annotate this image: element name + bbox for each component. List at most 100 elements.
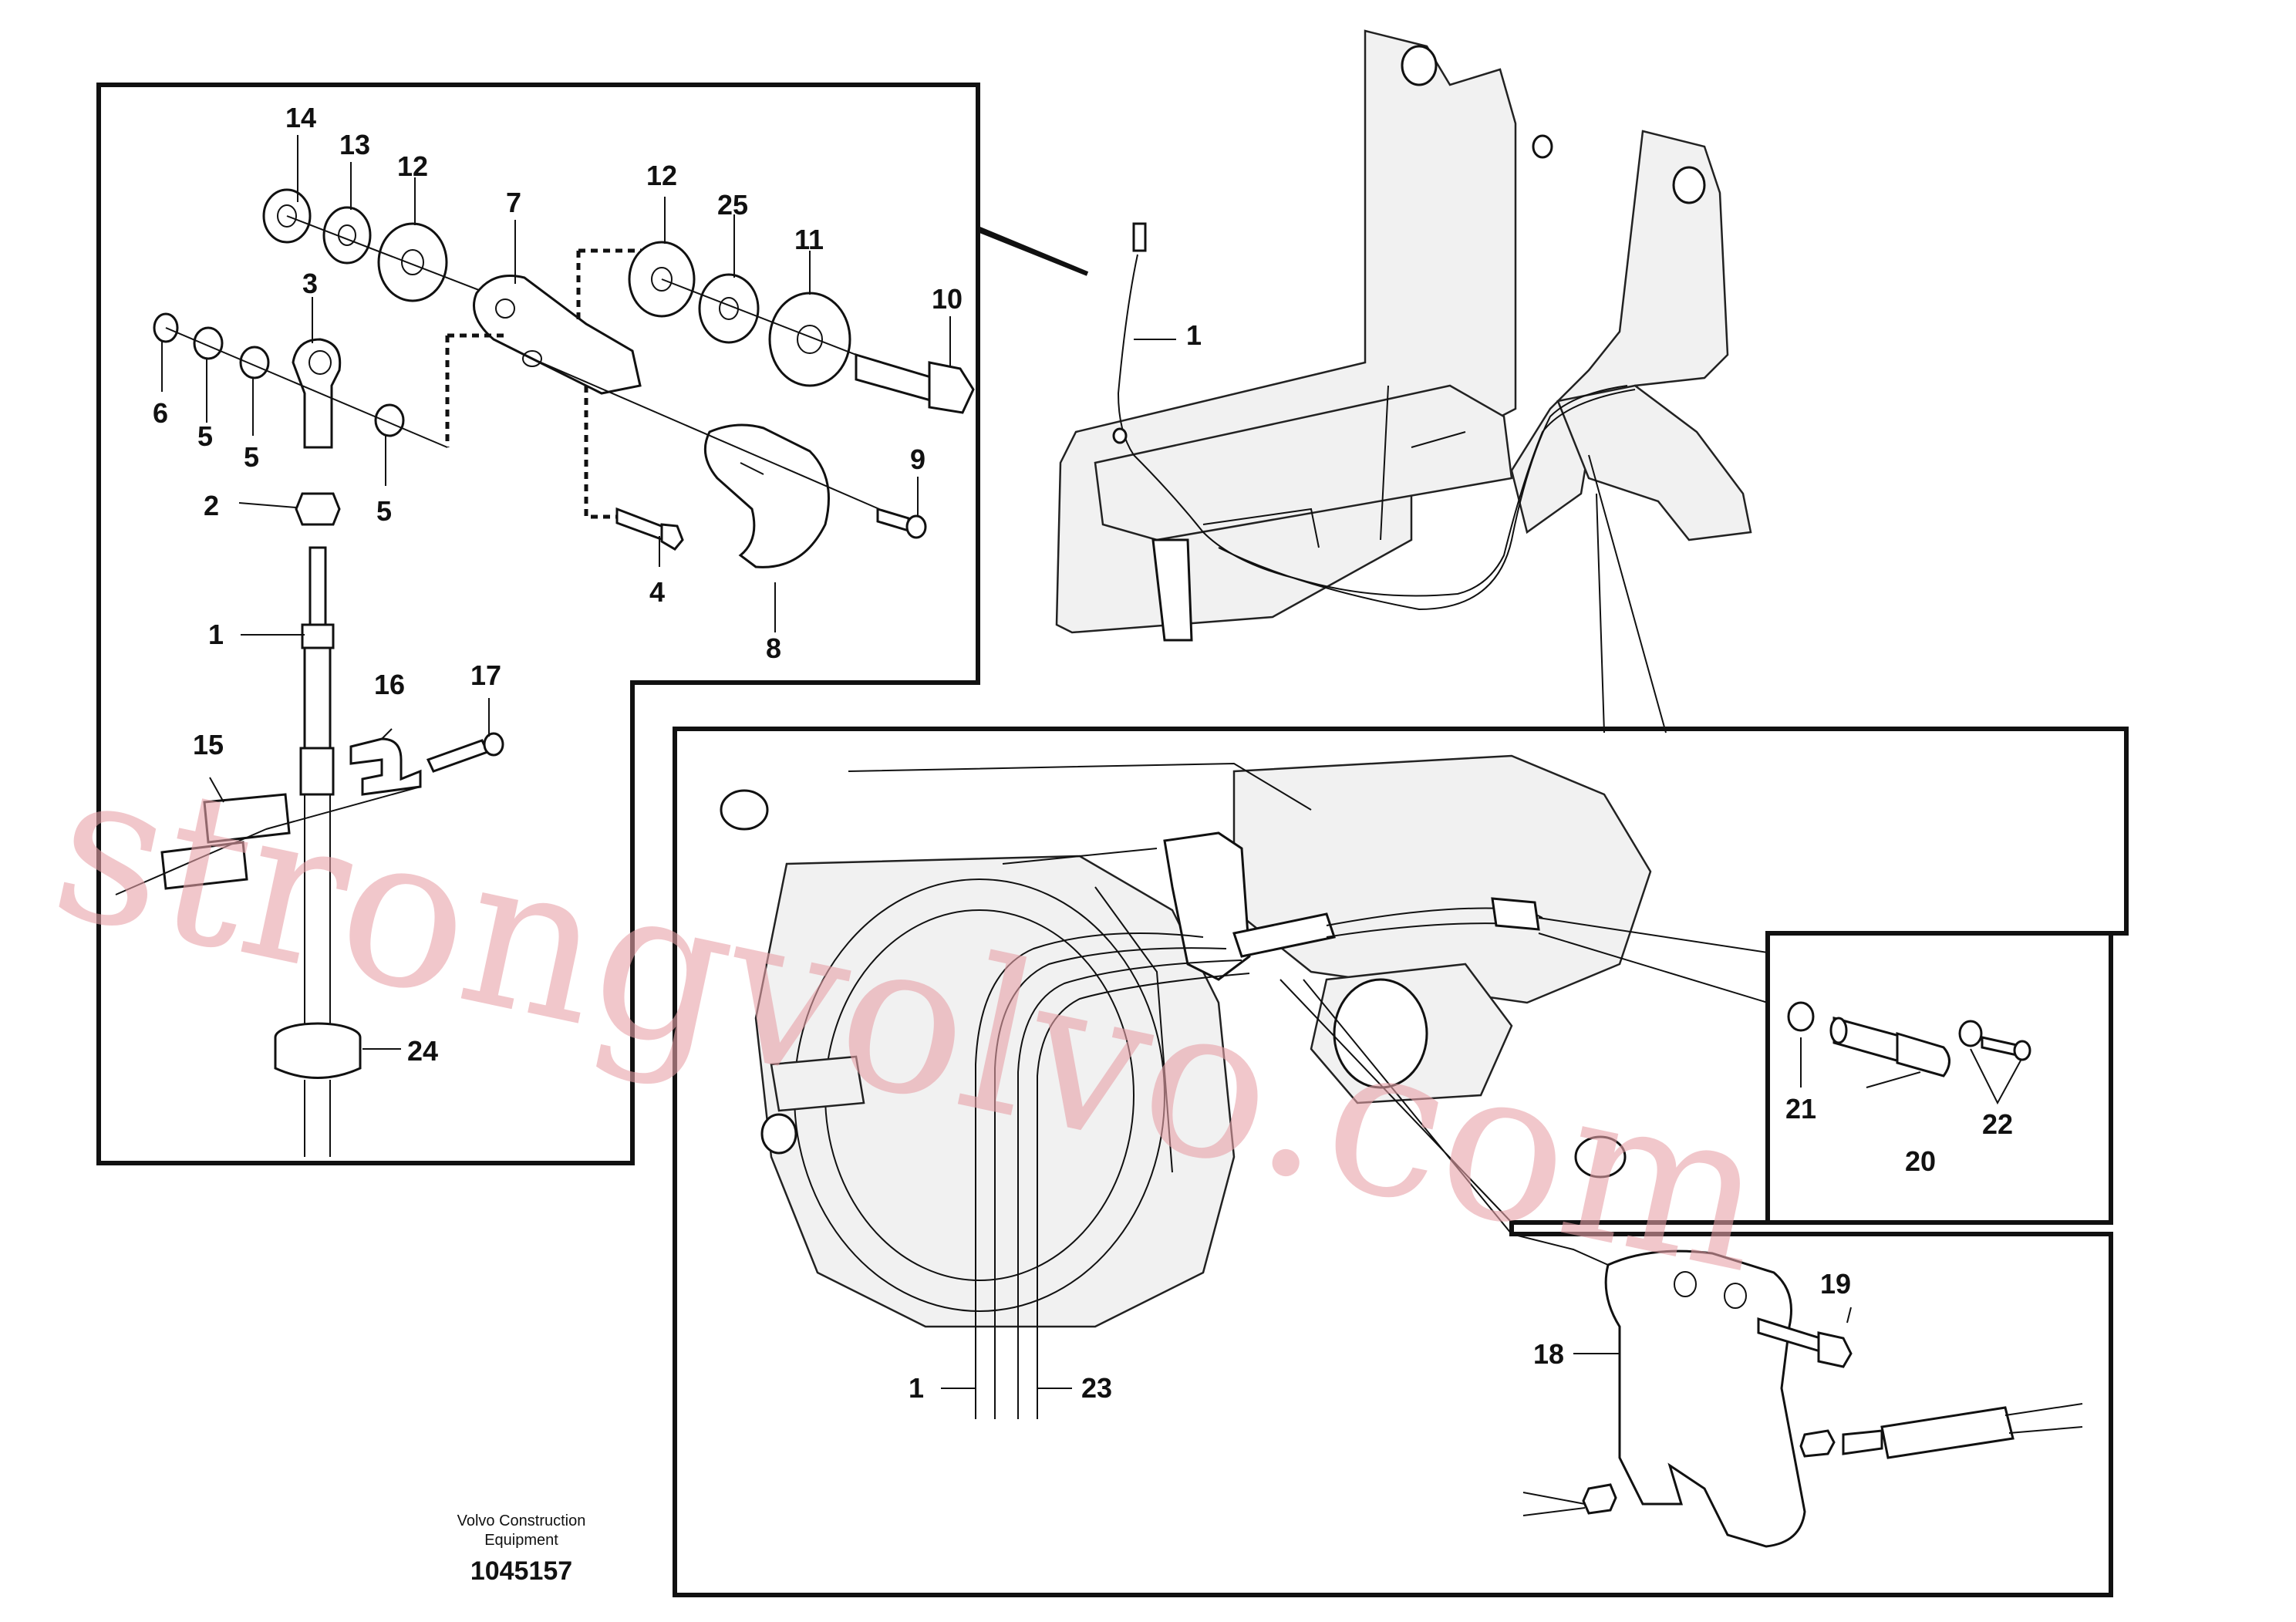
washer-25: [698, 273, 760, 344]
frame-top-deck: [1094, 384, 1513, 541]
zoom-lines-pin: [1538, 917, 1768, 1003]
bracket-7-hole-b: [522, 350, 542, 367]
plate-15-lower: [160, 841, 248, 890]
bolt-4-shank: [615, 507, 665, 542]
callout-23: 23: [1081, 1372, 1112, 1404]
cable-outer-detail: [2004, 1403, 2083, 1434]
bracket-7: [473, 275, 642, 395]
callout-3: 3: [302, 268, 318, 299]
bolt-4-head: [660, 523, 684, 551]
mount-right: [1574, 1135, 1627, 1179]
washer-5b: [239, 346, 270, 379]
cable-crimp: [299, 747, 335, 796]
callout-12-right: 12: [646, 160, 677, 191]
plate-15-axis: [115, 786, 421, 895]
callout-18: 18: [1533, 1338, 1564, 1370]
callout-16: 16: [374, 669, 405, 700]
callout-6: 6: [153, 397, 168, 429]
detail-panel-bracket: 19 18: [1511, 1233, 2083, 1548]
callout-15: 15: [193, 729, 224, 760]
callout-1-frame: 1: [1186, 319, 1202, 351]
cable-end-detail: [1842, 1429, 1883, 1455]
callout-10: 10: [932, 283, 963, 315]
bolt-10-shank: [855, 352, 935, 403]
frame-illustration: 1: [1055, 29, 1752, 733]
output-shaft: [760, 1113, 797, 1155]
nut-detail-left: [1582, 1483, 1617, 1515]
document-number: 1045157: [470, 1556, 572, 1586]
detail-frame-pin: [1765, 931, 2113, 1225]
washer-21: [1787, 1001, 1815, 1032]
frame-cable-23: [1218, 385, 1628, 611]
callout-4: 4: [649, 576, 665, 608]
detail-frame-linkage: [96, 83, 1089, 1165]
frame-pivot-c: [1532, 134, 1553, 159]
callout-5-c: 5: [376, 495, 392, 527]
washer-11: [768, 292, 851, 387]
callout-21: 21: [1785, 1093, 1816, 1125]
bolt-10-head: [928, 361, 975, 414]
cover-8: [703, 423, 830, 568]
dash-line-e: [584, 386, 617, 519]
brand-line-2: Equipment: [484, 1532, 558, 1549]
pin-20-end: [1829, 1017, 1848, 1044]
bolt-22-shank: [1981, 1036, 2018, 1057]
callout-5-a: 5: [197, 420, 213, 452]
bolt-17-head: [483, 732, 504, 757]
washer-5a: [193, 326, 224, 360]
cable-spring-detail: [1880, 1406, 2014, 1459]
bracket-18-detail: [1604, 1249, 1806, 1548]
transmission-cable-1: [975, 932, 1227, 1419]
screw-9-head: [905, 514, 927, 539]
grommet-24-body: [274, 1037, 362, 1079]
bolt-22-head: [2013, 1040, 2031, 1061]
cable-outer-lower: [304, 1080, 331, 1157]
callout-20: 20: [1905, 1145, 1936, 1177]
frame-cable-end: [1132, 222, 1147, 252]
callout-17: 17: [470, 659, 501, 691]
frame-right-bracket: [1556, 384, 1752, 541]
detail-panel-pin: 21 20 22: [1765, 931, 2113, 1225]
cable-bracket-18: [1163, 831, 1251, 981]
output-yoke: [770, 1055, 865, 1112]
washer-11-hole: [797, 325, 823, 354]
callout-11: 11: [794, 224, 824, 255]
nut-14-hole: [277, 204, 297, 228]
cable-sheath: [303, 646, 332, 750]
cable-left-detail: [1522, 1492, 1586, 1516]
callout-24: 24: [407, 1035, 438, 1067]
nut-detail-right: [1799, 1429, 1836, 1458]
callout-1-cable: 1: [909, 1372, 924, 1404]
washer-12-right-hole: [651, 267, 673, 292]
bracket-7-hole-a: [495, 298, 515, 319]
detail-panel-linkage: 14 13 12 7 12 25 11 10 3 6 5 5 5 9 2 4 8…: [96, 83, 1089, 1165]
callout-leaders-linkage: [161, 135, 951, 1050]
frame-pivot-b: [1672, 166, 1706, 204]
pin-20-head: [1896, 1031, 1950, 1077]
rod-end-3-eye: [308, 350, 332, 375]
clamp-16: [349, 737, 422, 796]
washer-12-left: [377, 222, 448, 302]
cable-spring-sleeve: [1232, 912, 1336, 958]
bracket-18-hole-a: [1674, 1271, 1697, 1297]
cable-pin-20: [1491, 897, 1540, 931]
callout-leaders-bracket: [1573, 1307, 1852, 1354]
washer-13: [322, 206, 372, 265]
callout-12-left: 12: [397, 150, 428, 182]
nut-22: [1958, 1020, 1983, 1047]
callout-19: 19: [1820, 1268, 1851, 1300]
frame-detail-lines: [1202, 385, 1466, 548]
frame-bracket-18: [1151, 538, 1193, 642]
nut-2: [295, 492, 341, 526]
bracket-18-edge: [1511, 1233, 1609, 1266]
zoom-lines-bracket: [1279, 979, 1512, 1235]
cover-8-slot: [740, 462, 764, 475]
bolt-19-head: [1817, 1331, 1853, 1368]
cable-ferrule: [301, 623, 335, 649]
brand-line-1: Volvo Construction: [457, 1512, 586, 1529]
axis-line-left: [165, 327, 448, 448]
zoom-lines: [1588, 454, 1667, 733]
callout-22: 22: [1982, 1108, 2013, 1140]
